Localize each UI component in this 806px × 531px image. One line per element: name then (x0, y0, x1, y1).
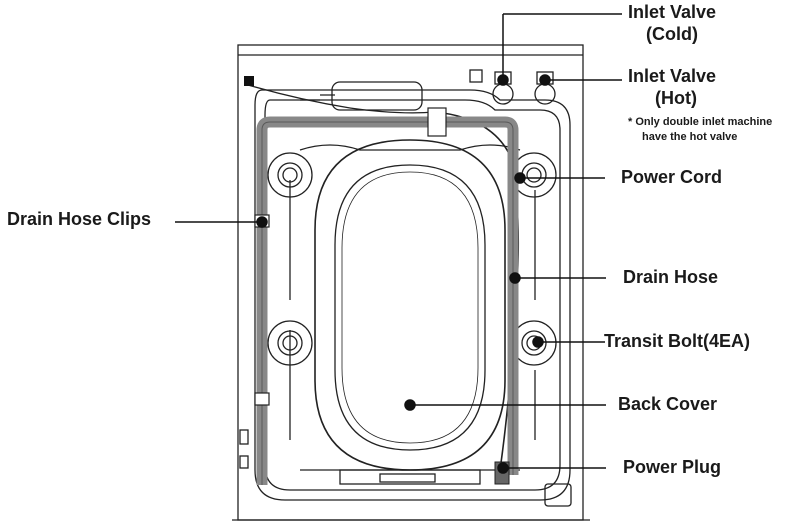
dot-inlet-cold (497, 74, 509, 86)
label-inlet-hot-2: (Hot) (655, 88, 697, 108)
label-power-plug: Power Plug (623, 457, 722, 477)
dot-back-cover (404, 399, 416, 411)
label-inlet-cold-2: (Cold) (646, 24, 698, 44)
dot-drain-hose-clips (256, 216, 268, 228)
back-cover (334, 164, 486, 451)
dot-power-plug (497, 462, 509, 474)
transit-bolt-top-left (267, 152, 313, 198)
label-inlet-cold-1: Inlet Valve (628, 2, 717, 22)
note-hot-valve-1: * Only double inlet machine (628, 116, 773, 128)
dot-inlet-hot (539, 74, 551, 86)
dot-power-cord (514, 172, 526, 184)
dot-transit-bolt (532, 336, 544, 348)
label-drain-hose-clips: Drain Hose Clips (7, 209, 152, 229)
dot-drain-hose (509, 272, 521, 284)
drain-hose-clip-lower (254, 392, 270, 406)
transit-bolt-bottom-left (267, 320, 313, 366)
label-drain-hose: Drain Hose (623, 267, 719, 287)
rear-panel-contour (254, 89, 571, 501)
label-back-cover: Back Cover (618, 394, 718, 414)
note-hot-valve-2: have the hot valve (642, 131, 738, 143)
label-inlet-hot-1: Inlet Valve (628, 66, 717, 86)
label-power-cord: Power Cord (621, 167, 723, 187)
label-transit-bolt: Transit Bolt(4EA) (604, 331, 751, 351)
back-cover-ring (314, 139, 506, 471)
drain-hose (256, 116, 519, 485)
